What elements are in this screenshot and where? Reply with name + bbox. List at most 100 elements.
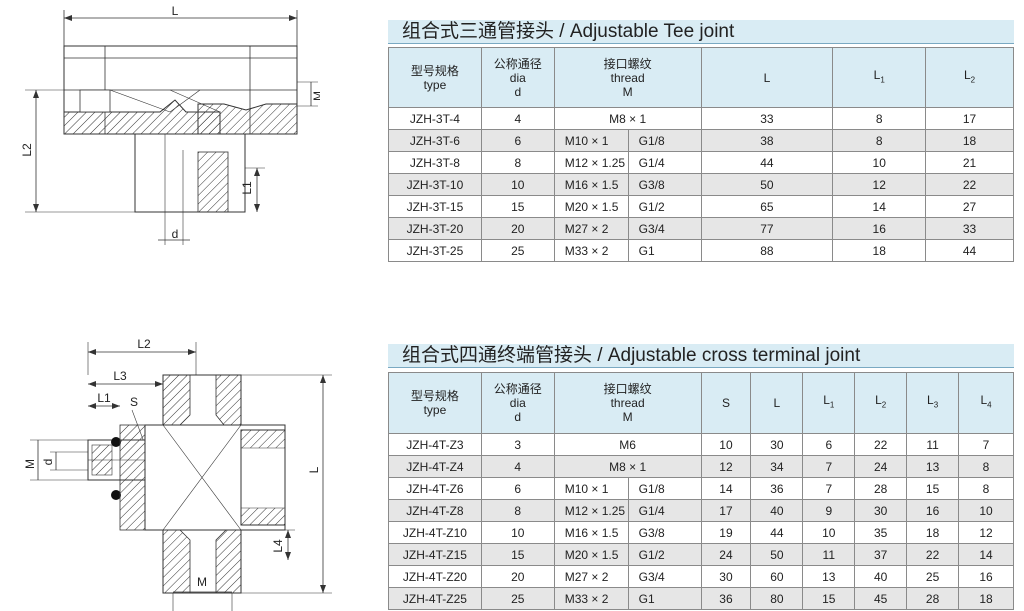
- table-cell: 65: [700, 195, 834, 218]
- table-cell: 16: [832, 217, 927, 240]
- table-cell: 37: [854, 543, 908, 566]
- table-cell: G3/4: [627, 217, 702, 240]
- table-cell: G1/8: [627, 477, 702, 500]
- table-cell: JZH-4T-Z4: [388, 455, 482, 478]
- table-cell: 8: [832, 129, 927, 152]
- table-cell: 17: [700, 499, 752, 522]
- table-cell: 4: [480, 455, 555, 478]
- table-cell: 30: [750, 433, 804, 456]
- table-cell: 20: [480, 217, 555, 240]
- table-cell: M33 × 2: [553, 587, 629, 610]
- table-cell: 11: [906, 433, 960, 456]
- table-cell: 36: [700, 587, 752, 610]
- table-cell: JZH-3T-20: [388, 217, 482, 240]
- table-cell: M10 × 1: [553, 129, 629, 152]
- table-cell: 15: [802, 587, 856, 610]
- table-cell: JZH-4T-Z15: [388, 543, 482, 566]
- table-cell: 18: [832, 239, 927, 262]
- table-cell: M16 × 1.5: [553, 521, 629, 544]
- table-cell: JZH-4T-Z3: [388, 433, 482, 456]
- cross-dim-M-bottom: M: [197, 575, 207, 589]
- table-cell: 6: [480, 129, 555, 152]
- header-L: L: [700, 47, 834, 108]
- table-cell: 7: [802, 455, 856, 478]
- table-cell: 10: [832, 151, 927, 174]
- table-cell: JZH-4T-Z25: [388, 587, 482, 610]
- table-cell: 13: [906, 455, 960, 478]
- table-cell: 4: [480, 107, 555, 130]
- table-cell: 16: [906, 499, 960, 522]
- table-cell: M20 × 1.5: [553, 543, 629, 566]
- table-cell: 18: [925, 129, 1014, 152]
- table-cell: JZH-4T-Z8: [388, 499, 482, 522]
- table-cell: 15: [480, 195, 555, 218]
- table-cell: 16: [958, 565, 1014, 588]
- table-cell: 15: [906, 477, 960, 500]
- table-cell: M12 × 1.25: [553, 499, 629, 522]
- table-cell: 30: [854, 499, 908, 522]
- table-cell: 10: [802, 521, 856, 544]
- table-cell: 13: [802, 565, 856, 588]
- table-cell: 40: [854, 565, 908, 588]
- header-L2: L2: [925, 47, 1014, 108]
- table-cell: 14: [958, 543, 1014, 566]
- table-cell: M27 × 2: [553, 217, 629, 240]
- table-cell: 50: [750, 543, 804, 566]
- table-cell: 25: [906, 565, 960, 588]
- table-cell: M6: [553, 433, 702, 456]
- table-cell: 88: [700, 239, 834, 262]
- table-cell: 44: [750, 521, 804, 544]
- table-cell: 8: [480, 151, 555, 174]
- table-cell: M20 × 1.5: [553, 195, 629, 218]
- table-cell: 10: [958, 499, 1014, 522]
- cross-dim-d: d: [41, 459, 55, 466]
- table-cell: G1: [627, 239, 702, 262]
- table-cell: 44: [925, 239, 1014, 262]
- table-cell: 44: [700, 151, 834, 174]
- table-cell: 80: [750, 587, 804, 610]
- table-cell: 8: [958, 477, 1014, 500]
- table-cell: 28: [854, 477, 908, 500]
- table-cell: 9: [802, 499, 856, 522]
- table-cell: 30: [700, 565, 752, 588]
- header-L1: L1: [802, 372, 856, 434]
- table-cell: 40: [750, 499, 804, 522]
- table-cell: 11: [802, 543, 856, 566]
- table-cell: 21: [925, 151, 1014, 174]
- table-cell: 12: [700, 455, 752, 478]
- cross-dim-M: M: [23, 459, 37, 469]
- table-cell: 25: [480, 239, 555, 262]
- table-cell: 25: [480, 587, 555, 610]
- table-cell: 33: [925, 217, 1014, 240]
- table-cell: 10: [700, 433, 752, 456]
- table-cell: G3/8: [627, 521, 702, 544]
- table-cell: G1: [627, 587, 702, 610]
- table-cell: 34: [750, 455, 804, 478]
- table-cell: 28: [906, 587, 960, 610]
- table-cell: 6: [480, 477, 555, 500]
- table-cell: 18: [958, 587, 1014, 610]
- table-cell: 14: [700, 477, 752, 500]
- table-cell: 24: [700, 543, 752, 566]
- table-cell: 33: [700, 107, 834, 130]
- table-cell: 7: [958, 433, 1014, 456]
- cross-joint-title: 组合式四通终端管接头 / Adjustable cross terminal j…: [388, 344, 1014, 368]
- table-cell: JZH-3T-4: [388, 107, 482, 130]
- table-cell: JZH-3T-8: [388, 151, 482, 174]
- table-cell: 38: [700, 129, 834, 152]
- table-cell: 22: [854, 433, 908, 456]
- table-cell: M8 × 1: [553, 107, 702, 130]
- table-cell: G3/8: [627, 173, 702, 196]
- cross-joint-drawing: L2 L3 L1 S M d L L4 M: [23, 337, 332, 611]
